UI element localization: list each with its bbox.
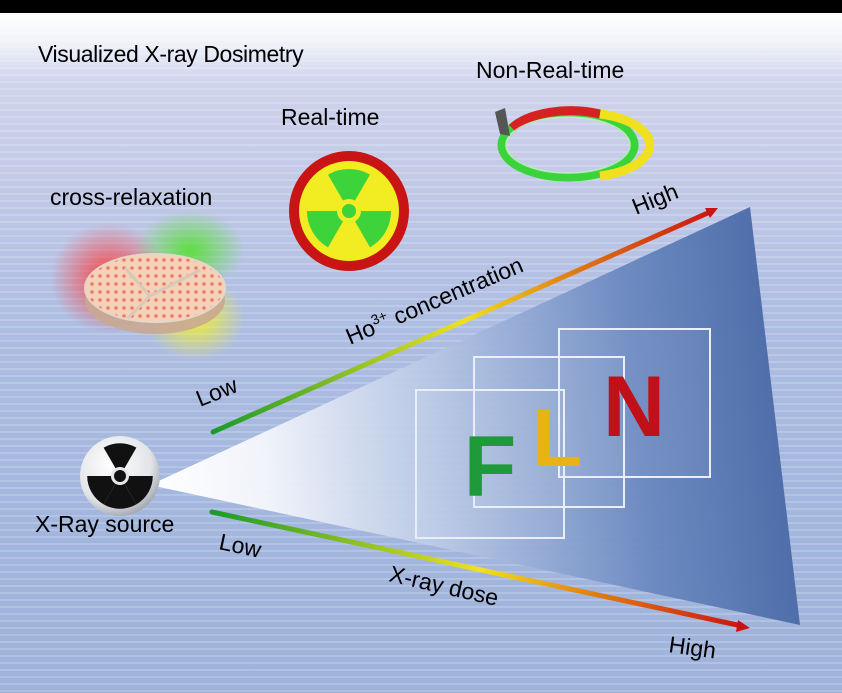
square-l — [473, 356, 625, 508]
real-time-radiation-icon — [289, 151, 409, 271]
phosphor-disc-icon — [50, 210, 245, 360]
dose-low-label: Low — [217, 528, 264, 562]
letter-l: L — [532, 393, 582, 484]
letter-n: N — [603, 359, 665, 455]
letter-f: F — [464, 419, 517, 515]
concentration-high-label: High — [628, 178, 682, 220]
square-n — [558, 328, 711, 478]
dose-arrowhead — [736, 620, 750, 632]
square-f — [415, 389, 565, 539]
diagram-title: Visualized X-ray Dosimetry — [38, 41, 304, 67]
top-bar — [0, 0, 842, 13]
cross-relaxation-label: cross-relaxation — [50, 184, 212, 210]
concentration-low-label: Low — [192, 372, 241, 412]
concentration-arrowhead — [705, 208, 718, 218]
x-ray-source-label: X-Ray source — [35, 511, 174, 537]
dose-arrow — [209, 509, 745, 629]
concentration-arrow — [210, 209, 713, 435]
dose-high-label: High — [667, 631, 717, 663]
non-real-time-label: Non-Real-time — [476, 57, 624, 83]
ring-gauge-icon — [495, 106, 655, 182]
radiation-icon — [80, 436, 160, 516]
real-time-label: Real-time — [281, 104, 379, 130]
